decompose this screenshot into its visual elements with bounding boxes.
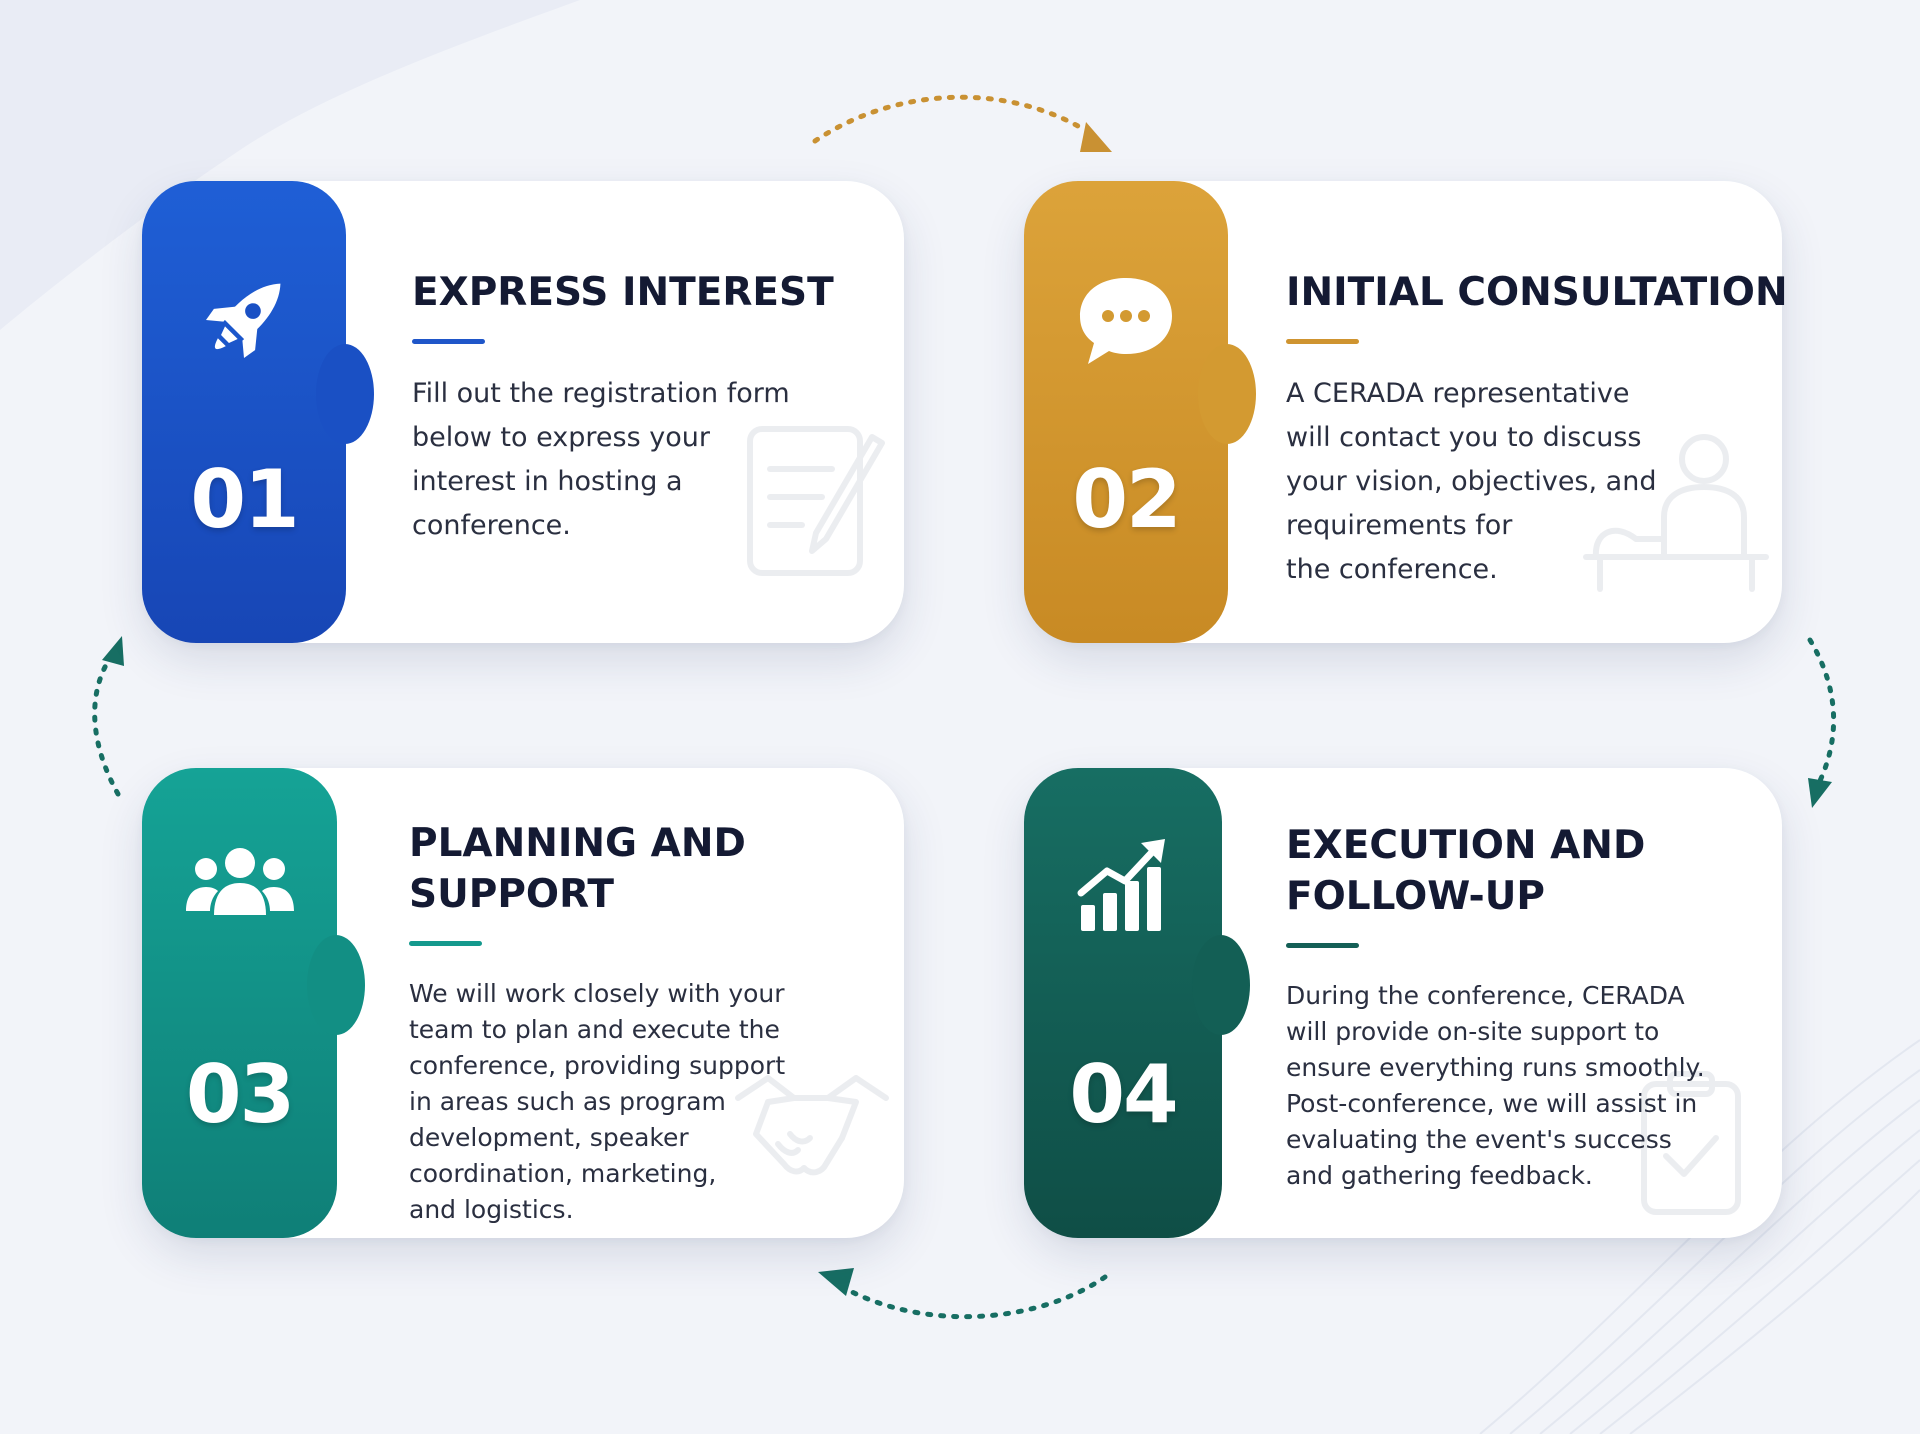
growth-chart-icon <box>1024 830 1222 940</box>
step-content-2: INITIAL CONSULTATION A CERADA representa… <box>1286 267 1788 592</box>
step-content-3: PLANNING AND SUPPORT We will work closel… <box>409 818 849 1228</box>
title-underline <box>409 941 482 946</box>
clipboard-check-icon <box>1641 1071 1741 1215</box>
step-title: PLANNING AND SUPPORT <box>409 821 746 917</box>
step-tab-3: 03 <box>142 768 365 1238</box>
step-number: 04 <box>1069 1048 1178 1141</box>
title-underline <box>1286 943 1359 948</box>
step-description: Fill out the registration form below to … <box>412 378 790 541</box>
rocket-icon <box>142 265 346 375</box>
step-title: INITIAL CONSULTATION <box>1286 270 1788 315</box>
people-group-icon <box>142 830 337 940</box>
step-number: 02 <box>1072 453 1181 546</box>
step-tab-4: 04 <box>1024 768 1250 1238</box>
chat-bubble-icon <box>1024 265 1228 375</box>
title-underline <box>412 339 485 344</box>
document-edit-icon <box>747 426 885 576</box>
step-description: We will work closely with your team to p… <box>409 979 786 1224</box>
step-tab-2: 02 <box>1024 181 1256 643</box>
step-title: EXECUTION AND FOLLOW-UP <box>1286 823 1646 919</box>
step-number: 01 <box>190 453 299 546</box>
step-card-4: 04 EXECUTION AND FOLLOW-UP During the co… <box>1024 768 1782 1238</box>
step-title: EXPRESS INTEREST <box>412 270 834 315</box>
title-underline <box>1286 339 1359 344</box>
meeting-person-icon <box>1583 434 1769 592</box>
step-description: During the conference, CERADA will provi… <box>1286 981 1705 1190</box>
step-number: 03 <box>185 1048 295 1141</box>
step-card-1: 01 EXPRESS INTEREST Fill out the registr… <box>142 181 904 643</box>
handshake-icon <box>735 1075 889 1176</box>
step-content-1: EXPRESS INTEREST Fill out the registrati… <box>412 267 852 548</box>
step-tab-1: 01 <box>142 181 374 643</box>
step-content-4: EXECUTION AND FOLLOW-UP During the confe… <box>1286 820 1726 1194</box>
step-description: A CERADA representative will contact you… <box>1286 378 1657 585</box>
step-card-3: 03 PLANNING AND SUPPORT We will work clo… <box>142 768 904 1238</box>
step-card-2: 02 INITIAL CONSULTATION A CERADA represe… <box>1024 181 1788 643</box>
